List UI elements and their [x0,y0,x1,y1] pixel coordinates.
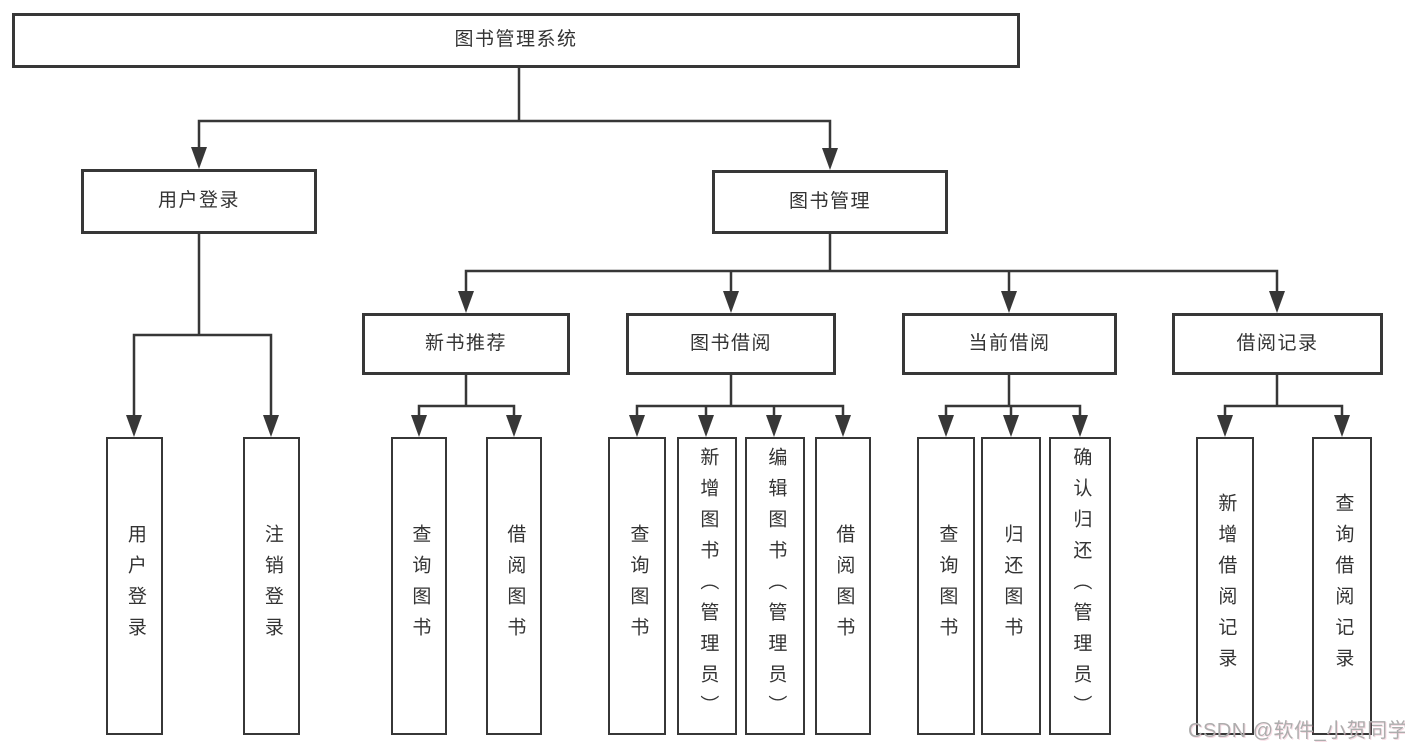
arrowhead-icon [1217,415,1233,437]
node-borrow-records: 借阅记录 [1172,313,1383,375]
connector-book-management-to-level3 [458,234,1285,313]
node-leaf-user-login: 用户登录 [106,437,163,735]
node-leaf-query-books-current: 查询图书 [917,437,975,735]
arrowhead-icon [506,415,522,437]
arrowhead-icon [629,415,645,437]
arrowhead-icon [938,415,954,437]
node-root-system: 图书管理系统 [12,13,1020,68]
node-leaf-edit-book-admin: 编辑图书（管理员） [745,437,805,735]
node-leaf-query-books-borrow: 查询图书 [608,437,666,735]
arrowhead-icon [822,148,838,170]
arrowhead-icon [411,415,427,437]
arrowhead-icon [1334,415,1350,437]
arrowhead-icon [698,415,714,437]
arrowhead-icon [1003,415,1019,437]
arrowhead-icon [263,415,279,437]
node-leaf-borrow-books-recommend: 借阅图书 [486,437,542,735]
arrowhead-icon [723,291,739,313]
node-book-management: 图书管理 [712,170,948,234]
arrowhead-icon [126,415,142,437]
node-leaf-query-borrow-record: 查询借阅记录 [1312,437,1372,735]
connector-root-to-level2 [191,68,838,170]
arrowhead-icon [1269,291,1285,313]
connector-book-borrow-to-children [629,375,851,437]
node-book-borrow: 图书借阅 [626,313,836,375]
connector-current-borrow-to-children [938,375,1088,437]
arrowhead-icon [1001,291,1017,313]
connector-user-login-to-children [126,234,279,437]
connector-new-book-recommend-to-children [411,375,522,437]
node-leaf-borrow-books: 借阅图书 [815,437,871,735]
node-user-login-group: 用户登录 [81,169,317,234]
arrowhead-icon [766,415,782,437]
node-leaf-return-book: 归还图书 [981,437,1041,735]
connector-borrow-records-to-children [1217,375,1350,437]
node-current-borrow: 当前借阅 [902,313,1117,375]
arrowhead-icon [191,147,207,169]
csdn-watermark: CSDN @软件_小贺同学 [1188,720,1405,742]
arrowhead-icon [1072,415,1088,437]
arrowhead-icon [458,291,474,313]
node-leaf-add-borrow-record: 新增借阅记录 [1196,437,1254,735]
node-leaf-query-books-recommend: 查询图书 [391,437,447,735]
arrowhead-icon [835,415,851,437]
node-new-book-recommend: 新书推荐 [362,313,570,375]
node-leaf-logout: 注销登录 [243,437,300,735]
node-leaf-confirm-return-admin: 确认归还（管理员） [1049,437,1111,735]
node-leaf-add-book-admin: 新增图书（管理员） [677,437,737,735]
